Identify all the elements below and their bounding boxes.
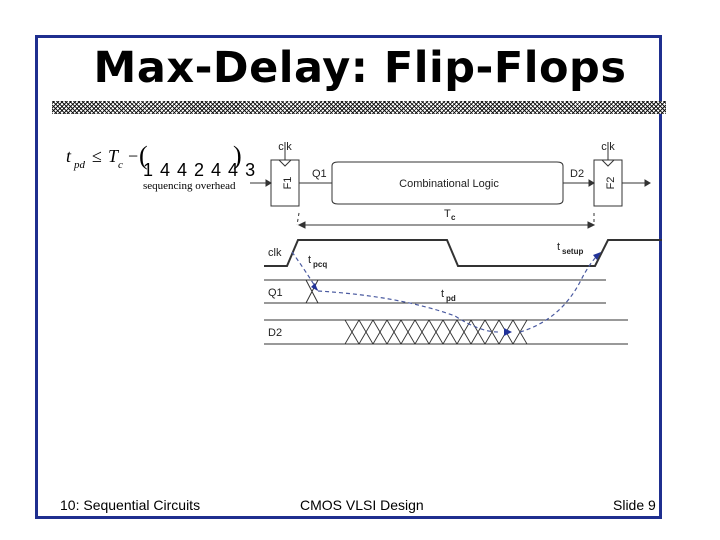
timing-clk-label: clk — [268, 247, 282, 259]
slide-title: Max-Delay: Flip-Flops — [93, 43, 627, 93]
arrow-left-icon — [297, 221, 306, 229]
tc-guide-left — [296, 212, 300, 226]
clk-right-label: clk — [601, 141, 615, 153]
combinational-logic-label: Combinational Logic — [399, 178, 499, 190]
tsetup-sub-label: setup — [562, 247, 583, 256]
circuit-diagram — [250, 146, 651, 229]
arrow-icon — [593, 252, 601, 260]
eq-tc: T — [108, 146, 120, 166]
combinational-logic-block — [331, 161, 564, 205]
slide-frame — [35, 35, 662, 519]
timing-d2-label: D2 — [268, 327, 282, 339]
f1-label: F1 — [282, 177, 294, 190]
footer-title: CMOS VLSI Design — [300, 497, 424, 513]
eq-close-paren: ) — [233, 141, 242, 170]
hatch-line — [414, 319, 430, 345]
hatch-line — [442, 319, 458, 345]
max-delay-equation: t pd ≤ T c − ( 1 4 4 2 4 4 3 ) sequencin… — [66, 141, 256, 192]
eq-tpd: t — [66, 146, 72, 166]
arrow-right-icon — [587, 221, 596, 229]
f2-label: F2 — [605, 177, 617, 190]
eq-leq: ≤ — [92, 146, 102, 166]
hatch-line — [400, 319, 416, 345]
d2-label: D2 — [570, 168, 584, 180]
eq-open-paren: ( — [139, 141, 148, 170]
eq-tpd-sub: pd — [73, 159, 86, 171]
d2-uncertainty-hatch — [344, 319, 528, 345]
footer-slide-number: Slide 9 — [613, 497, 656, 513]
timing-q1-label: Q1 — [268, 287, 283, 299]
hatch-line — [428, 319, 444, 345]
footer-course: 10: Sequential Circuits — [60, 497, 201, 513]
clock-triangle-icon — [278, 159, 292, 167]
tpcq-label: t — [308, 254, 311, 266]
hatch-line — [344, 319, 360, 345]
arrow-right-icon — [588, 179, 595, 187]
timing-diagram — [264, 239, 662, 345]
q1-label: Q1 — [312, 168, 327, 180]
hatch-line — [484, 319, 500, 345]
eq-sequencing-overhead: sequencing overhead — [143, 180, 236, 192]
eq-minus: − — [128, 146, 138, 166]
hatch-line — [358, 319, 374, 345]
tsetup-arc — [519, 252, 601, 333]
eq-tc-sub: c — [118, 159, 123, 171]
arrow-icon — [311, 283, 318, 291]
eq-underbrace-glyphs: 1 4 4 2 4 4 3 — [143, 160, 256, 180]
hatch-line — [470, 319, 486, 345]
title-divider — [52, 101, 666, 114]
tpd-arc — [317, 290, 499, 333]
hatch-line — [386, 319, 402, 345]
q1-transition — [305, 279, 319, 304]
tc-label: T — [444, 208, 451, 220]
tpcq-sub-label: pcq — [313, 260, 327, 269]
arrow-right-icon — [644, 179, 651, 187]
hatch-line — [372, 319, 388, 345]
clock-triangle-icon — [601, 159, 615, 167]
arrow-right-icon — [265, 179, 272, 187]
clk-waveform — [264, 239, 662, 267]
arrow-icon — [504, 328, 512, 336]
tsetup-label: t — [557, 241, 560, 253]
flip-flop-f2 — [593, 159, 623, 207]
tpd-sub-label: pd — [446, 294, 456, 303]
tpd-label: t — [441, 288, 444, 300]
tc-sub-label: c — [451, 213, 456, 222]
clk-left-label: clk — [278, 141, 292, 153]
